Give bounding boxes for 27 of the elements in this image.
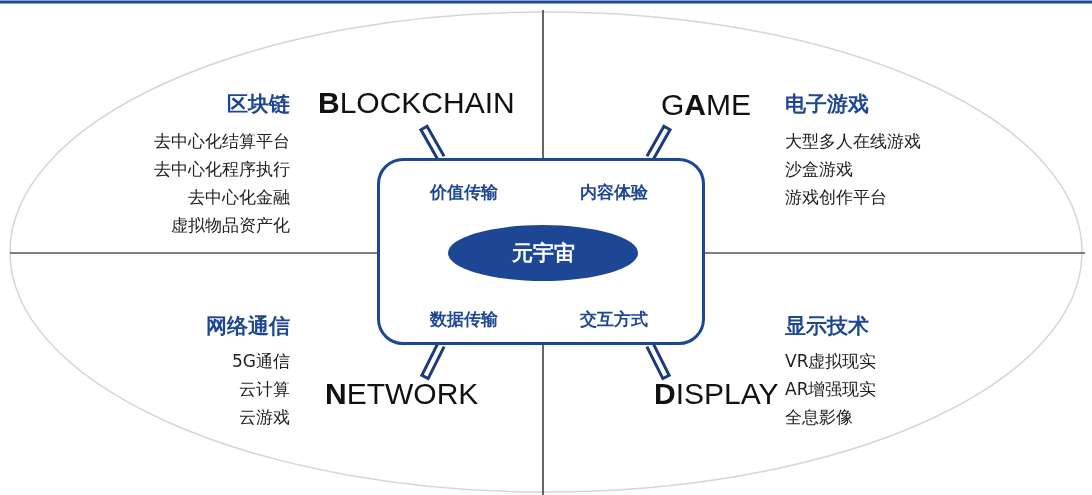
- list-item: 5G通信: [232, 350, 290, 372]
- core-box: [377, 158, 705, 345]
- box-text: 交互方式: [580, 308, 648, 330]
- list-item: 大型多人在线游戏: [785, 130, 921, 152]
- keyword-label: BLOCKCHAIN: [318, 86, 515, 120]
- list-item: VR虚拟现实: [785, 350, 877, 372]
- category-heading: 网络通信: [206, 313, 290, 339]
- list-item: 去中心化金融: [188, 186, 290, 208]
- list-item: 全息影像: [785, 406, 853, 428]
- keyword-label: GAME: [661, 88, 751, 122]
- category-heading: 电子游戏: [785, 91, 869, 117]
- box-text: 数据传输: [430, 308, 498, 330]
- list-item: 沙盒游戏: [785, 158, 853, 180]
- list-item: 云游戏: [239, 406, 290, 428]
- list-item: 云计算: [239, 378, 290, 400]
- core-ellipse: 元宇宙: [448, 225, 638, 281]
- list-item: 游戏创作平台: [785, 186, 887, 208]
- box-text: 内容体验: [580, 181, 648, 203]
- keyword-label: DISPLAY: [654, 377, 779, 411]
- category-heading: 显示技术: [785, 313, 869, 339]
- list-item: 去中心化结算平台: [154, 130, 290, 152]
- box-text: 价值传输: [430, 181, 498, 203]
- list-item: AR增强现实: [785, 378, 877, 400]
- list-item: 去中心化程序执行: [154, 158, 290, 180]
- category-heading: 区块链: [227, 91, 290, 117]
- list-item: 虚拟物品资产化: [171, 214, 290, 236]
- keyword-label: NETWORK: [325, 377, 479, 411]
